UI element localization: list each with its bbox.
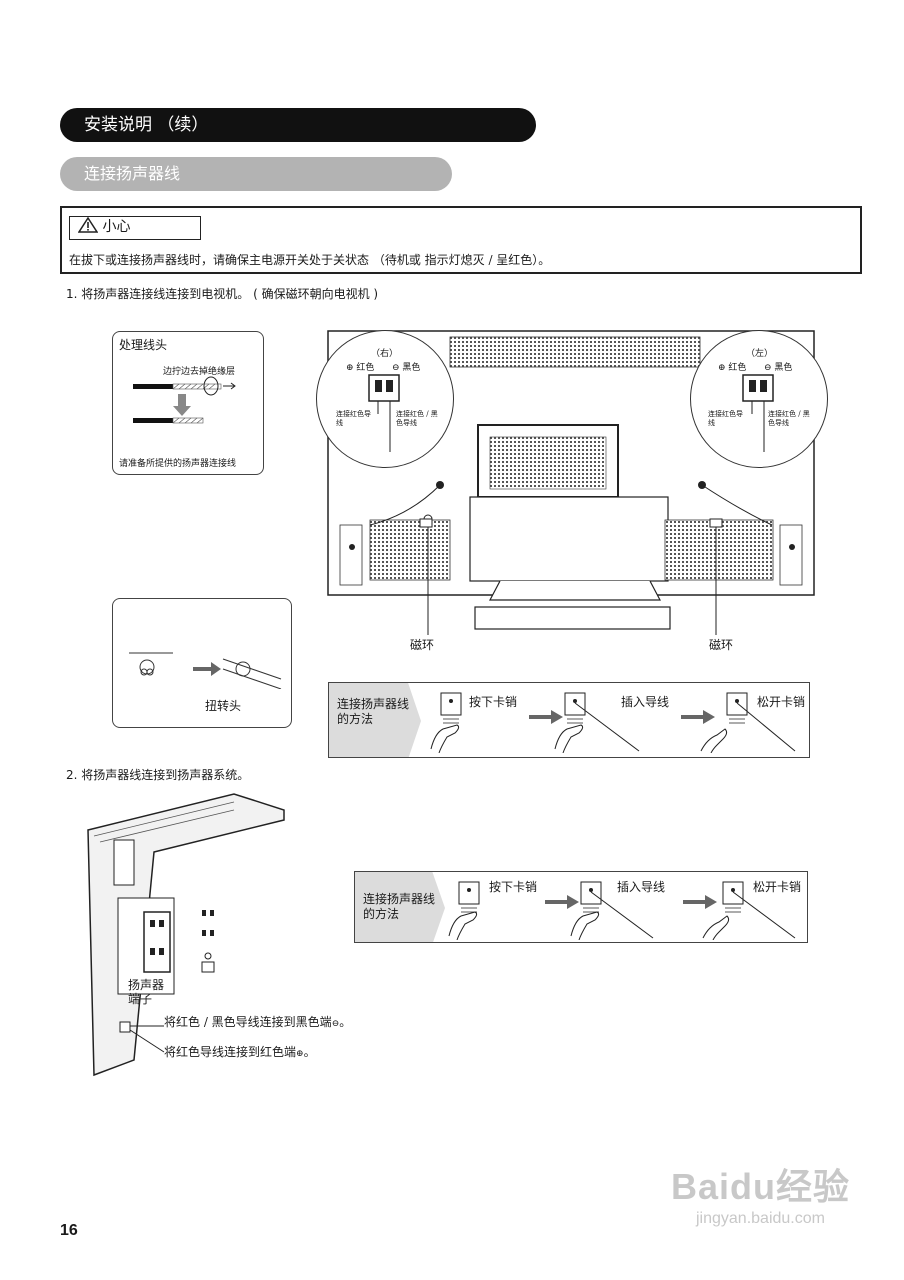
left-terminal-side: （左） (746, 349, 774, 359)
method-box-2: 连接扬声器线的方法 按下卡销 插入导线 松开卡销 (354, 871, 808, 943)
method-2-step-3: 松开卡销 (753, 880, 802, 894)
method-1-arrow-2 (681, 710, 715, 724)
caution-label-text: 小心 (102, 219, 131, 235)
caution-text: 在拔下或连接扬声器线时，请确保主电源开关处于关状态 （待机或 指示灯熄灭 / 呈… (69, 253, 551, 267)
wire-prep-twist-label: 边拧边去掉绝缘层 (163, 367, 236, 377)
left-terminal-red: ⊕ 红色 (718, 363, 747, 373)
page-number: 16 (60, 1222, 78, 1239)
section-title: 安装说明 （续） (84, 115, 209, 135)
right-terminal-red-wire: 连接红色导线 (336, 410, 371, 427)
method-box-1: 连接扬声器线的方法 按下卡销 插入导线 松开卡销 (328, 682, 810, 758)
twist-box: 扭转头 (112, 598, 292, 728)
warning-icon (77, 216, 99, 233)
method-box-1-arrow (329, 683, 421, 757)
method-2-insert-icon (570, 881, 654, 940)
method-1-insert-icon (554, 692, 640, 753)
method-1-release-icon (700, 692, 796, 753)
method-2-arrow-1 (545, 895, 579, 909)
method-1-step-1: 按下卡销 (469, 695, 518, 709)
right-terminal-connector (368, 374, 400, 452)
speaker-terminal-label: 扬声器端子 (128, 978, 165, 1006)
method-2-arrow-2 (683, 895, 717, 909)
right-terminal-black-wire: 连接红色 / 黑色导线 (396, 410, 438, 427)
right-terminal-red: ⊕ 红色 (346, 363, 375, 373)
left-terminal-black: ⊖ 黑色 (764, 363, 793, 373)
speaker-black-note: 将红色 / 黑色导线连接到黑色端⊖。 (164, 1015, 352, 1029)
subsection-title: 连接扬声器线 (84, 164, 181, 183)
method-2-step-2: 插入导线 (617, 880, 666, 894)
ferrite-label-left: 磁环 (410, 638, 435, 652)
step-1-text: 1. 将扬声器连接线连接到电视机。 ( 确保磁环朝向电视机 ) (66, 287, 379, 301)
subsection-title-bar: 连接扬声器线 (60, 157, 452, 191)
wire-prep-title: 处理线头 (119, 338, 168, 352)
method-1-arrow-1 (529, 710, 563, 724)
twist-label: 扭转头 (205, 699, 242, 713)
method-2-release-icon (702, 881, 796, 940)
method-1-press-icon (430, 692, 462, 753)
twist-diagram (129, 652, 282, 689)
method-2-press-icon (448, 881, 480, 940)
caution-label: 小心 (69, 216, 201, 240)
method-1-step-3: 松开卡销 (757, 695, 806, 709)
left-terminal-red-wire: 连接红色导线 (708, 410, 743, 427)
section-title-bar: 安装说明 （续） (60, 108, 536, 142)
watermark-logo: Baidu经验 (670, 1166, 850, 1207)
method-2-step-1: 按下卡销 (489, 880, 538, 894)
right-terminal-side: （右） (371, 349, 399, 359)
method-1-step-2: 插入导线 (621, 695, 670, 709)
right-terminal-black: ⊖ 黑色 (392, 363, 421, 373)
wire-prep-caption: 请准备所提供的扬声器连接线 (119, 459, 237, 469)
method-box-2-arrow (355, 872, 445, 942)
ferrite-label-right: 磁环 (709, 638, 734, 652)
watermark-url: jingyan.baidu.com (696, 1210, 825, 1227)
method-box-2-title: 连接扬声器线的方法 (363, 892, 436, 921)
speaker-red-note: 将红色导线连接到红色端⊕。 (164, 1045, 316, 1059)
caution-box: 小心 在拔下或连接扬声器线时，请确保主电源开关处于关状态 （待机或 指示灯熄灭 … (60, 206, 862, 274)
left-terminal-black-wire: 连接红色 / 黑色导线 (768, 410, 810, 427)
speaker-diagram (87, 793, 285, 1077)
watermark: Baidu经验 jingyan.baidu.com (671, 1158, 850, 1228)
step-2-text: 2. 将扬声器线连接到扬声器系统。 (66, 768, 250, 782)
left-terminal-connector (742, 374, 774, 452)
wire-strip-diagram (133, 376, 236, 424)
wire-prep-box: 处理线头 边拧边去掉绝缘层 请准备所提供的扬声器连接线 (112, 331, 264, 475)
method-box-1-title: 连接扬声器线的方法 (337, 697, 410, 726)
